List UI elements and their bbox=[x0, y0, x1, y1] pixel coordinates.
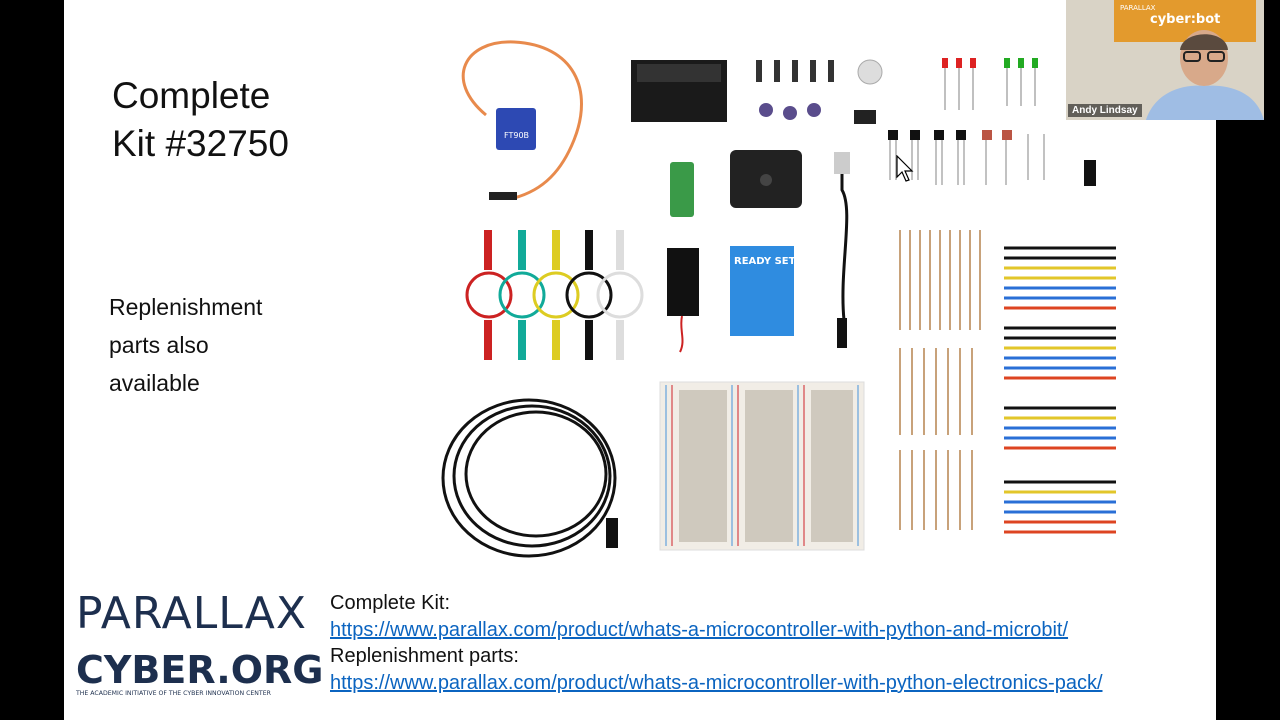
servo-cable bbox=[461, 40, 583, 200]
card-text: READY SET GO> bbox=[734, 256, 824, 267]
slide-subtitle: Replenishment parts also available bbox=[109, 288, 262, 402]
servo-label: FT90B bbox=[504, 131, 529, 140]
usb-cable bbox=[840, 174, 849, 321]
cyber-org-tagline: THE ACADEMIC INITIATIVE OF THE CYBER INN… bbox=[76, 690, 271, 697]
banner-small-text: PARALLAX bbox=[1120, 4, 1156, 12]
ic-chip bbox=[854, 110, 876, 124]
presenter-avatar bbox=[1146, 30, 1264, 120]
webcam-video-tile: PARALLAX cyber:bot Andy Lindsay bbox=[1066, 0, 1264, 120]
mouse-pointer-icon bbox=[896, 155, 914, 182]
pin-headers bbox=[756, 60, 834, 82]
pushbuttons bbox=[759, 103, 821, 120]
cyber-org-wordmark: CYBER.ORG bbox=[76, 648, 324, 692]
kit-components-image: FT90B bbox=[441, 40, 1116, 558]
red-leds bbox=[942, 58, 976, 68]
green-leds bbox=[1004, 58, 1038, 68]
usb-plug bbox=[834, 152, 850, 174]
subtitle-line-3: available bbox=[109, 370, 200, 396]
resistors bbox=[899, 230, 981, 530]
participant-name: Andy Lindsay bbox=[1068, 104, 1142, 117]
subtitle-line-2: parts also bbox=[109, 332, 209, 358]
servo-motor bbox=[496, 108, 536, 150]
complete-kit-link[interactable]: https://www.parallax.com/product/whats-a… bbox=[330, 619, 1069, 641]
parallax-logo: PARALLAX bbox=[76, 588, 307, 639]
replenishment-label: Replenishment parts: bbox=[330, 645, 519, 667]
complete-kit-label: Complete Kit: bbox=[330, 592, 451, 614]
jumper-wires bbox=[1004, 246, 1116, 534]
capacitors bbox=[982, 130, 1012, 140]
slide-title: Complete Kit #32750 bbox=[112, 72, 289, 168]
title-line-1: Complete bbox=[112, 75, 271, 116]
transistors bbox=[888, 130, 966, 140]
piezo-speaker bbox=[1084, 160, 1096, 186]
title-line-2: Kit #32750 bbox=[112, 123, 289, 164]
usb-cable-coil bbox=[441, 398, 617, 558]
subtitle-line-1: Replenishment bbox=[109, 294, 263, 320]
cyber-org-logo: CYBER.ORG THE ACADEMIC INITIATIVE OF THE… bbox=[76, 648, 324, 698]
banner-text: cyber:bot bbox=[1150, 12, 1221, 27]
ready-set-go-card bbox=[730, 246, 794, 336]
potentiometer bbox=[857, 59, 883, 85]
presentation-slide: Complete Kit #32750 Replenishment parts … bbox=[64, 0, 1216, 720]
aa-battery bbox=[670, 162, 694, 217]
alligator-clips bbox=[465, 230, 644, 360]
cyberbot-banner bbox=[1114, 0, 1256, 42]
replenishment-link[interactable]: https://www.parallax.com/product/whats-a… bbox=[330, 672, 1103, 694]
battery-holder bbox=[667, 248, 699, 316]
servo-connector bbox=[489, 192, 517, 200]
